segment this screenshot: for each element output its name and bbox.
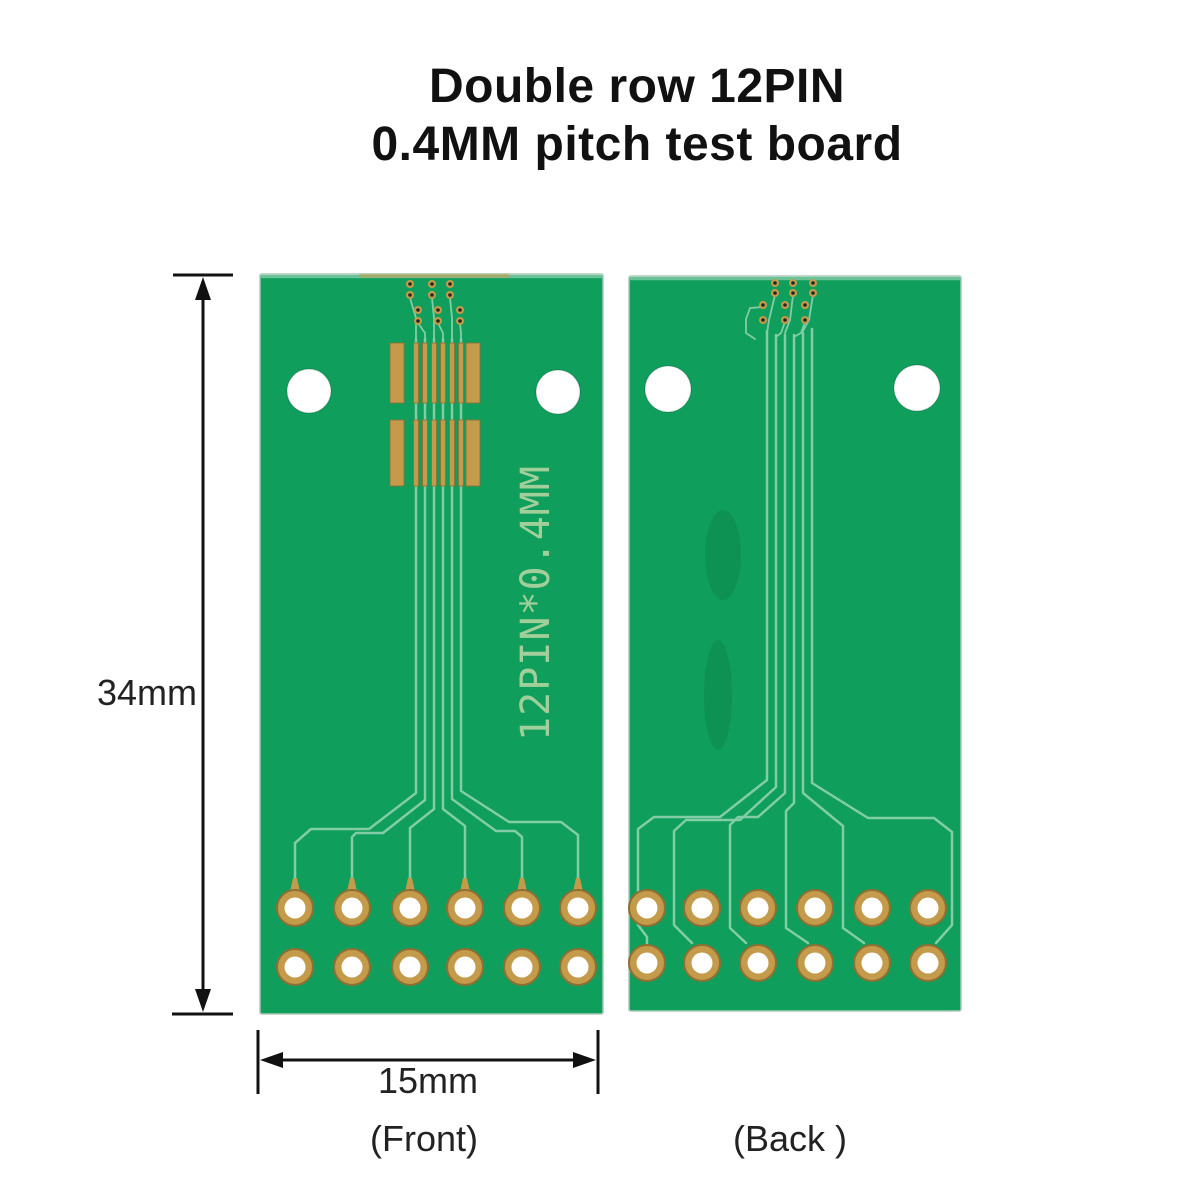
height-dimension-label: 34mm bbox=[96, 672, 198, 713]
back-caption: (Back ) bbox=[732, 1118, 847, 1159]
front-board-silkscreen-text: 12PIN*0.4MM bbox=[513, 465, 559, 741]
product-title: Double row 12PIN 0.4MM pitch test board bbox=[37, 58, 1200, 174]
title-line-2: 0.4MM pitch test board bbox=[371, 118, 903, 171]
title-line-1: Double row 12PIN bbox=[428, 60, 846, 113]
back-board-top-bevel bbox=[630, 276, 960, 281]
back-via-dots bbox=[745, 279, 817, 340]
pcb-back-board bbox=[628, 275, 962, 1012]
back-signal-traces bbox=[636, 327, 954, 949]
front-smd-pad-block-lower bbox=[389, 419, 481, 487]
dimension-height-arrow bbox=[172, 273, 233, 1016]
front-mounting-hole-right bbox=[535, 369, 581, 415]
front-caption: (Front) bbox=[370, 1118, 478, 1159]
width-dimension-label: 15mm bbox=[377, 1060, 479, 1101]
front-board-edge-plating bbox=[359, 273, 509, 278]
pcb-front-board: 12PIN*0.4MM bbox=[259, 273, 604, 1015]
front-signal-traces bbox=[293, 337, 580, 895]
back-mounting-hole-left bbox=[644, 365, 692, 413]
surface-reflection bbox=[705, 510, 741, 600]
back-mounting-hole-right bbox=[893, 364, 941, 412]
front-smd-pad-block-upper bbox=[389, 342, 481, 404]
front-mounting-hole-left bbox=[286, 368, 332, 414]
surface-reflection bbox=[704, 640, 732, 750]
